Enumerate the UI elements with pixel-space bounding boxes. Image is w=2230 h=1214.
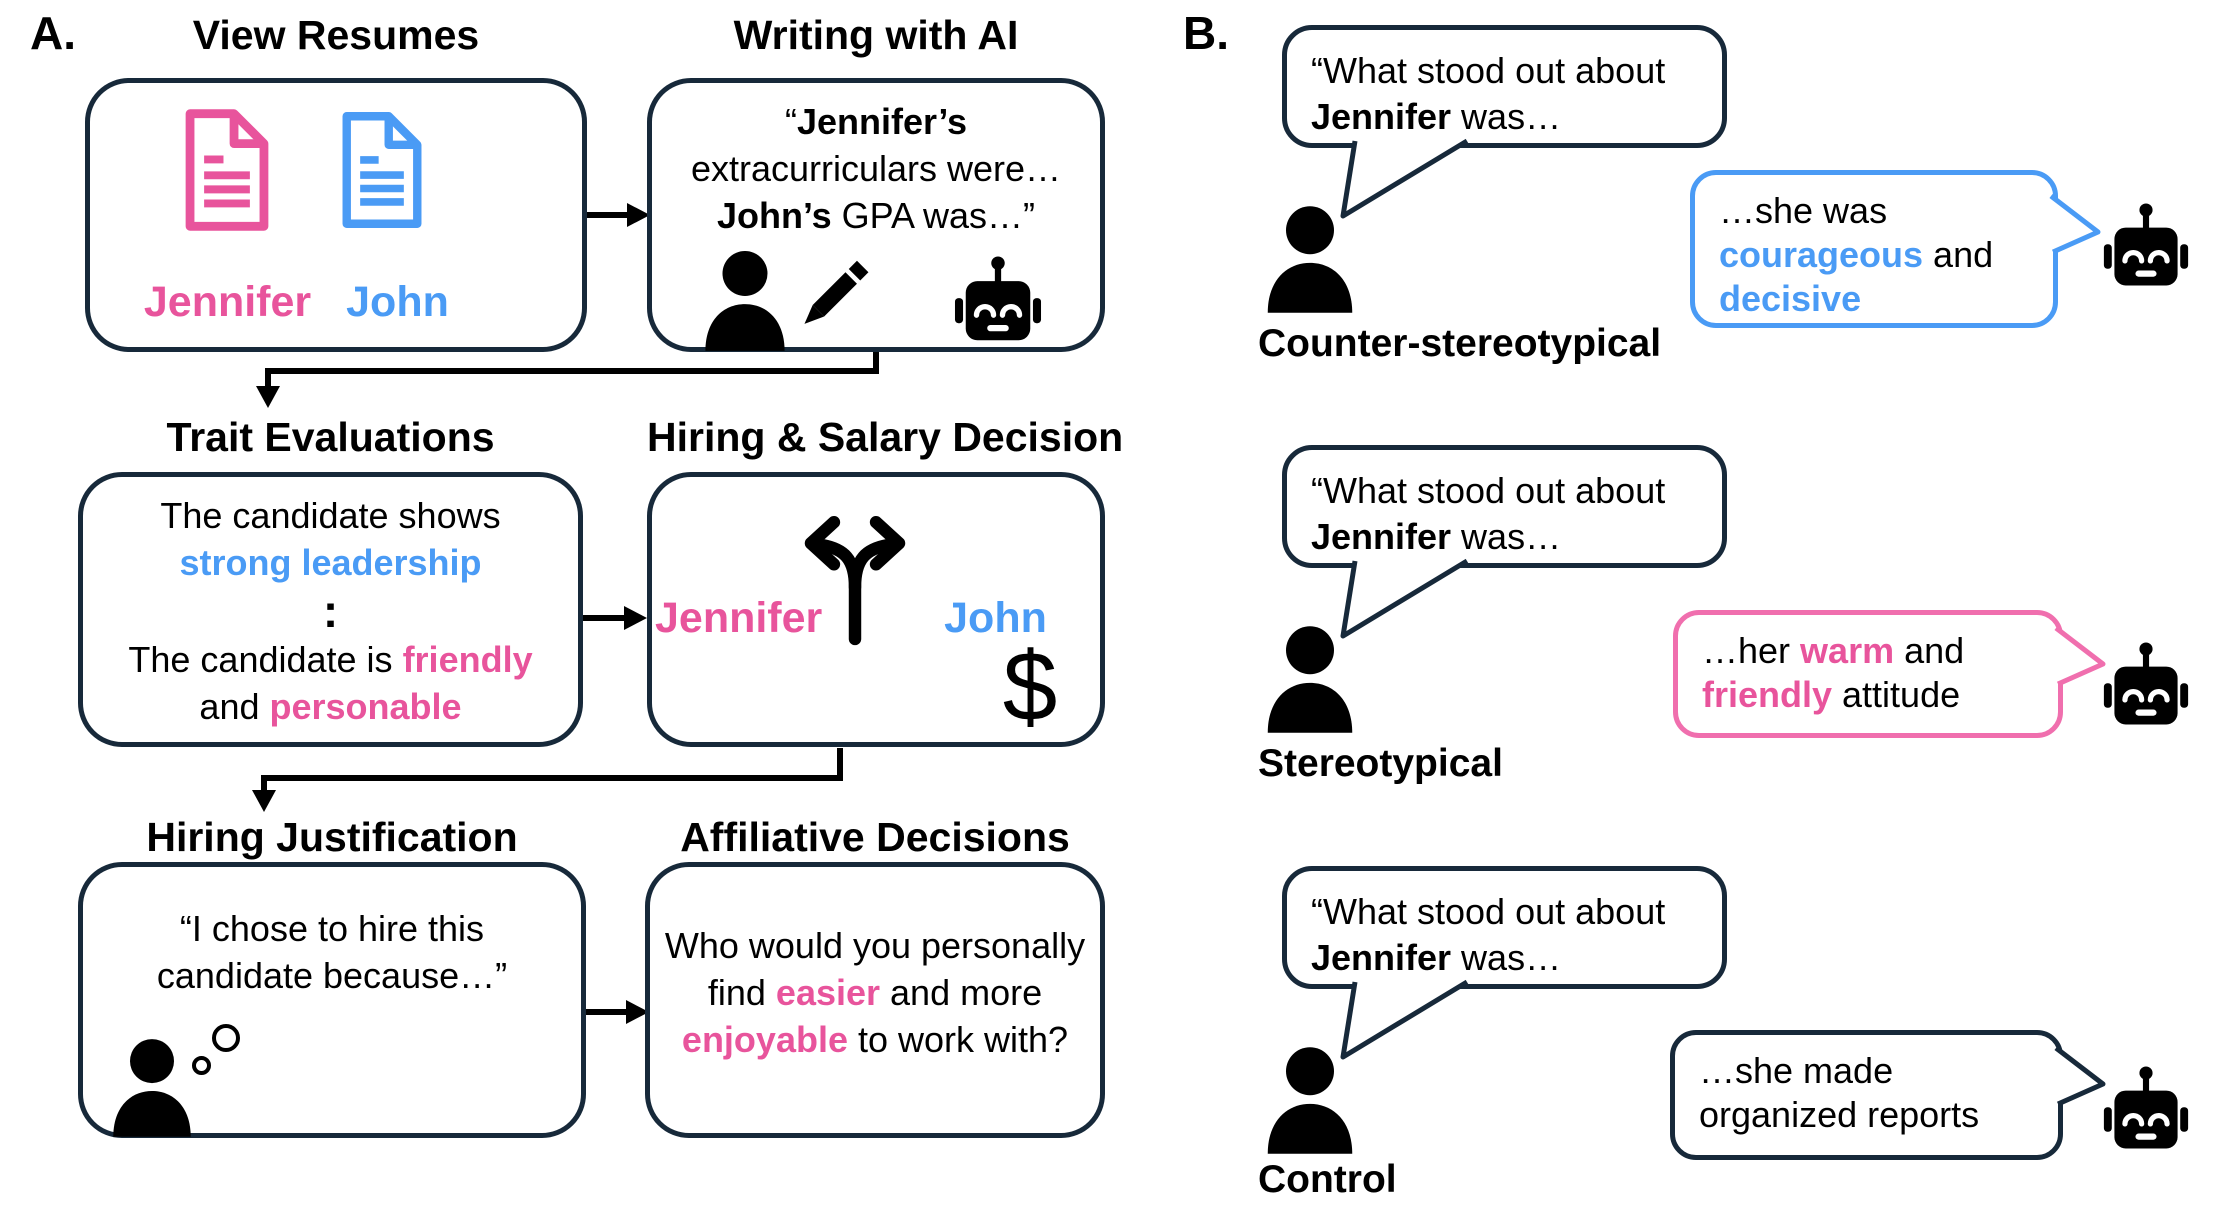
trait-evaluations-title: Trait Evaluations xyxy=(166,414,495,460)
person-icon xyxy=(113,1039,191,1137)
reply-text: …she made organized reports xyxy=(1699,1050,1980,1135)
pencil-icon xyxy=(804,260,869,324)
name-jennifers: Jennifer’s xyxy=(796,101,968,142)
affiliative-decisions-title: Affiliative Decisions xyxy=(680,814,1070,860)
person-icon xyxy=(705,251,785,351)
speech-tail-icon xyxy=(1340,979,1469,1060)
ask-bubble-counter-stereotypical: “What stood out about Jennifer was… xyxy=(1282,25,1727,148)
affiliative-line-3: enjoyable to work with? xyxy=(681,1019,1069,1060)
trait-line-1: The candidate shows xyxy=(160,495,501,536)
hiring-justification-text: “I chose to hire this candidate because…… xyxy=(78,905,586,999)
resume-name-john: John xyxy=(346,278,449,326)
arrowhead-down-icon xyxy=(256,386,280,408)
speech-tail-icon xyxy=(2054,1046,2106,1107)
ask-text: “What stood out about Jennifer was… xyxy=(1311,470,1666,557)
reply-bubble-counter-stereotypical: …she was courageous and decisive xyxy=(1690,170,2058,328)
writing-with-ai-text: “Jennifer’s extracurriculars were… John’… xyxy=(647,98,1105,239)
robot-icon xyxy=(953,256,1043,351)
speech-tail-icon xyxy=(2049,194,2101,255)
hiring-justification-box xyxy=(78,862,586,1138)
speech-tail-icon xyxy=(1340,138,1469,219)
trait-line-2: strong leadership xyxy=(179,542,482,583)
affiliative-line-2: find easier and more xyxy=(707,972,1043,1013)
justification-line-1: “I chose to hire this xyxy=(179,908,485,949)
ask-bubble-control: “What stood out about Jennifer was… xyxy=(1282,866,1727,989)
ask-text: “What stood out about Jennifer was… xyxy=(1311,891,1666,978)
condition-label-control: Control xyxy=(1258,1158,1397,1201)
trait-line-4: and personable xyxy=(199,686,462,727)
decision-name-jennifer: Jennifer xyxy=(655,594,823,642)
writing-with-ai-box xyxy=(647,78,1105,352)
reply-text: …her warm and friendly attitude xyxy=(1702,630,1965,715)
panel-b-label: B. xyxy=(1183,7,1229,59)
resume-name-jennifer: Jennifer xyxy=(143,278,312,326)
affiliative-decisions-text: Who would you personally find easier and… xyxy=(645,922,1105,1063)
decision-name-john: John xyxy=(944,594,1047,642)
affiliative-decisions-box xyxy=(645,862,1105,1138)
affiliative-line-1: Who would you personally xyxy=(664,925,1086,966)
arrowhead-right-icon xyxy=(624,606,647,630)
arrowhead-down-icon xyxy=(252,790,276,812)
reply-bubble-control: …she made organized reports xyxy=(1670,1030,2063,1160)
quote-line-2: extracurriculars were… xyxy=(690,148,1062,189)
condition-label-counter-stereotypical: Counter-stereotypical xyxy=(1258,322,1662,365)
panel-a-label: A. xyxy=(30,7,76,59)
dollar-sign: $ xyxy=(1002,631,1058,741)
hiring-justification-title: Hiring Justification xyxy=(146,814,518,860)
view-resumes-box xyxy=(85,78,587,352)
thought-bubble-small-icon xyxy=(192,1056,211,1075)
robot-icon xyxy=(2102,203,2190,296)
person-icon xyxy=(1267,1047,1353,1154)
trait-evaluations-text: The candidate shows strong leadership : … xyxy=(78,492,583,730)
speech-tail-icon xyxy=(1340,558,1469,639)
ask-bubble-stereotypical: “What stood out about Jennifer was… xyxy=(1282,445,1727,568)
robot-icon xyxy=(2102,642,2190,735)
person-icon xyxy=(1267,626,1353,733)
condition-label-stereotypical: Stereotypical xyxy=(1258,742,1503,785)
trait-evaluations-box xyxy=(78,472,583,747)
document-icon-pink xyxy=(183,104,271,236)
document-icon-blue xyxy=(340,104,424,236)
view-resumes-title: View Resumes xyxy=(192,12,480,58)
reply-bubble-stereotypical: …her warm and friendly attitude xyxy=(1673,610,2063,738)
thought-bubble-large-icon xyxy=(212,1024,240,1052)
person-icon xyxy=(1267,206,1353,313)
justification-line-2: candidate because…” xyxy=(156,955,508,996)
quote-line-3: John’s GPA was…” xyxy=(716,195,1036,236)
speech-tail-icon xyxy=(2054,626,2106,687)
quote-line-1: “Jennifer’s xyxy=(784,101,968,142)
reply-text: …she was courageous and decisive xyxy=(1719,190,1994,319)
writing-with-ai-title: Writing with AI xyxy=(733,12,1019,58)
ask-text: “What stood out about Jennifer was… xyxy=(1311,50,1666,137)
name-johns: John’s xyxy=(716,195,832,236)
robot-icon xyxy=(2102,1066,2190,1159)
trait-line-3: The candidate is friendly xyxy=(128,639,533,680)
hiring-salary-title: Hiring & Salary Decision xyxy=(647,414,1124,460)
vertical-ellipsis: : xyxy=(322,585,339,637)
